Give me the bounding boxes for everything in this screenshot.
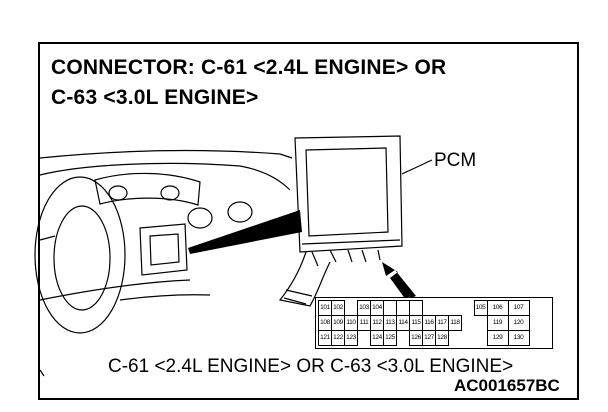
pin-cell: 118 [448, 315, 462, 331]
pin-gap [449, 301, 462, 316]
pin-cell: 119 [486, 315, 509, 331]
pin-cell: 108 [318, 315, 332, 331]
pin-cell: 130 [507, 330, 530, 346]
pin-row-3: 121 122 123 124 125 126 127 128 129 130 [318, 330, 530, 346]
pin-cell: 101 [318, 300, 332, 316]
figure-code: AC001657BC [454, 376, 560, 395]
pin-cell: 116 [422, 315, 436, 331]
vent-right-icon [227, 201, 253, 223]
pin-cell: 109 [331, 315, 345, 331]
instrument-cluster [94, 172, 201, 206]
title-line-1: CONNECTOR: C-61 <2.4L ENGINE> OR [51, 56, 447, 79]
pin-gap [423, 301, 436, 316]
pin-cell: 126 [409, 330, 423, 346]
pin-row-2: 108 109 110 111 112 113 114 115 116 117 … [318, 315, 530, 331]
pin-cell: 123 [344, 330, 358, 346]
connector-arrow-icon [382, 262, 416, 300]
pin-cell: 103 [357, 300, 371, 316]
pin-cell: 104 [370, 300, 384, 316]
pin-blank [383, 300, 397, 316]
pin-cell: 125 [383, 330, 397, 346]
dashboard-top-line [39, 149, 293, 159]
vent-left-icon [187, 207, 213, 229]
pin-cell: 102 [331, 300, 345, 316]
pin-cell: 112 [370, 315, 384, 331]
location-callout-wedge [188, 210, 302, 254]
pin-gap [449, 331, 462, 346]
pin-gap [474, 316, 487, 331]
pin-cell: 107 [507, 300, 530, 316]
pcm-leader-line [401, 159, 433, 175]
wire-harness [278, 251, 331, 307]
pin-cell: 120 [507, 315, 530, 331]
connector-pin-layout: 101 102 103 104 105 106 107 108 109 110 … [315, 297, 553, 349]
pin-blank [396, 300, 410, 316]
pin-cell: 122 [331, 330, 345, 346]
pin-blank [409, 300, 423, 316]
steering-wheel [34, 176, 126, 334]
pcm-label: PCM [434, 150, 477, 171]
pin-cell: 110 [344, 315, 358, 331]
pin-cell: 121 [318, 330, 332, 346]
pin-gap [358, 331, 371, 346]
pin-cell: 106 [486, 300, 509, 316]
pin-gap [397, 331, 410, 346]
pin-cell: 129 [486, 330, 509, 346]
pin-cell: 117 [435, 315, 449, 331]
pin-cell: 114 [396, 315, 410, 331]
pin-gap [462, 301, 475, 316]
steering-wheel-inner [53, 205, 111, 311]
pcm-face [305, 147, 389, 237]
pin-cell: 113 [383, 315, 397, 331]
pin-cell: 111 [357, 315, 371, 331]
connector-caption: C-61 <2.4L ENGINE> OR C-63 <3.0L ENGINE> [108, 356, 514, 377]
pin-gap [462, 316, 475, 331]
pin-gap [436, 301, 449, 316]
gauge-left-icon [108, 185, 128, 201]
pin-cell: 124 [370, 330, 384, 346]
pin-gap [462, 331, 475, 346]
center-console [139, 223, 188, 276]
pin-cell: 128 [435, 330, 449, 346]
pin-row-1: 101 102 103 104 105 106 107 [318, 300, 530, 316]
title-line-2: C-63 <3.0L ENGINE> [51, 86, 259, 109]
pin-gap [474, 331, 487, 346]
pin-cell: 105 [473, 300, 488, 316]
pin-gap [345, 301, 358, 316]
dashboard-curve [39, 162, 291, 191]
gauge-right-icon [160, 185, 180, 201]
pin-cell: 127 [422, 330, 436, 346]
pin-cell: 115 [409, 315, 423, 331]
